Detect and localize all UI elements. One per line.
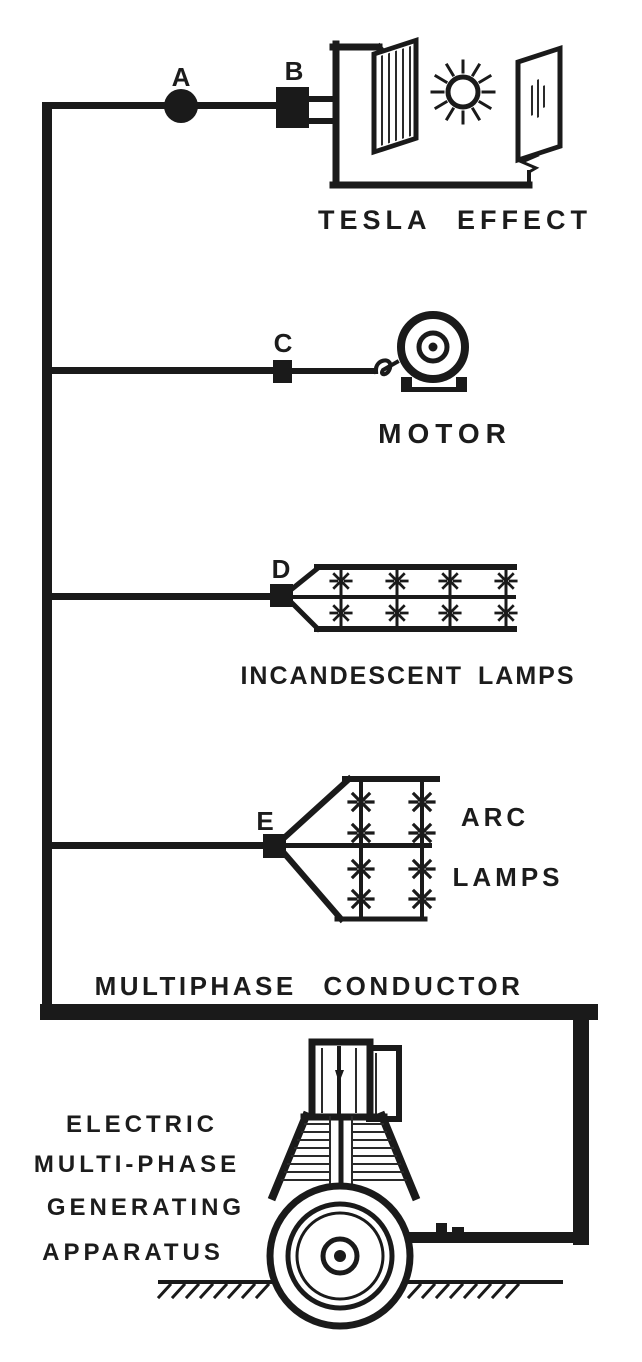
branch-arc-wire xyxy=(42,842,265,849)
arc-lamp-icon xyxy=(408,856,436,882)
tesla-circuit-loop xyxy=(329,40,540,189)
body-hatching xyxy=(281,1123,407,1181)
terminal-a-dot xyxy=(164,89,198,123)
wire-hook-icon xyxy=(373,358,400,377)
arc-caption-line2: LAMPS xyxy=(453,862,564,892)
incandescent-lamp-icon xyxy=(438,570,462,592)
generator-caption-line2: MULTI-PHASE xyxy=(34,1151,240,1178)
flywheel-icon xyxy=(266,1182,414,1330)
arc-lamp-icon xyxy=(347,820,375,846)
spark-icon xyxy=(430,59,496,125)
multiphase-bus-wire xyxy=(42,102,52,1020)
generator-caption-line3: GENERATING xyxy=(47,1194,245,1221)
condenser-right-plate-icon xyxy=(515,45,563,164)
incandescent-lamps-caption: INCANDESCENT LAMPS xyxy=(240,662,575,690)
ground-icon xyxy=(156,1280,563,1300)
branch-tesla xyxy=(42,37,563,189)
arc-lamp-icon xyxy=(408,820,436,846)
terminal-a-label: A xyxy=(172,62,191,92)
tesla-effect-caption: TESLA EFFECT xyxy=(318,205,592,235)
arc-lamp-icon xyxy=(408,886,436,912)
terminal-d-box xyxy=(270,584,293,607)
branch-motor xyxy=(42,311,469,392)
terminal-d-label: D xyxy=(272,554,291,584)
terminal-e-box xyxy=(263,834,286,858)
branch-incandescent xyxy=(42,564,518,633)
incandescent-lamp-icon xyxy=(385,570,409,592)
terminal-c-label: C xyxy=(274,328,293,358)
branch-motor-wire xyxy=(42,367,273,374)
motor-caption: MOTOR xyxy=(378,418,512,449)
generator-caption-line4: APPARATUS xyxy=(42,1239,224,1266)
generator-lead-wire xyxy=(408,1232,580,1243)
terminal-c-box xyxy=(273,360,292,383)
incandescent-lamp-icon xyxy=(329,570,353,592)
motor-icon xyxy=(397,311,469,392)
arc-lamp-icon xyxy=(347,789,375,815)
incandescent-lamp-icon xyxy=(438,602,462,624)
arc-lamp-icon xyxy=(347,886,375,912)
arc-caption-line1: ARC xyxy=(461,802,529,832)
incandescent-lamp-icon xyxy=(494,602,518,624)
generator-caption-line1: ELECTRIC xyxy=(66,1111,218,1138)
arc-lamp-icon xyxy=(408,789,436,815)
incandescent-lamp-icon xyxy=(385,602,409,624)
incandescent-lamp-icon xyxy=(329,602,353,624)
branch-arc xyxy=(42,774,440,924)
branch-incandescent-wire xyxy=(42,593,272,600)
arc-lamp-bank xyxy=(279,774,440,924)
arc-lamp-icon xyxy=(347,856,375,882)
incandescent-lamp-icon xyxy=(494,570,518,592)
incandescent-lamp-bank xyxy=(288,564,518,633)
multiphase-conductor-caption: MULTIPHASE CONDUCTOR xyxy=(95,971,524,1001)
terminal-b-box xyxy=(276,87,309,128)
multiphase-conductor-wire xyxy=(40,1004,598,1245)
terminal-b-label: B xyxy=(285,56,304,86)
condenser-left-plate-icon xyxy=(371,37,419,156)
generator-icon xyxy=(156,1038,563,1330)
branch-tesla-wire xyxy=(42,102,278,109)
terminal-e-label: E xyxy=(256,806,273,836)
